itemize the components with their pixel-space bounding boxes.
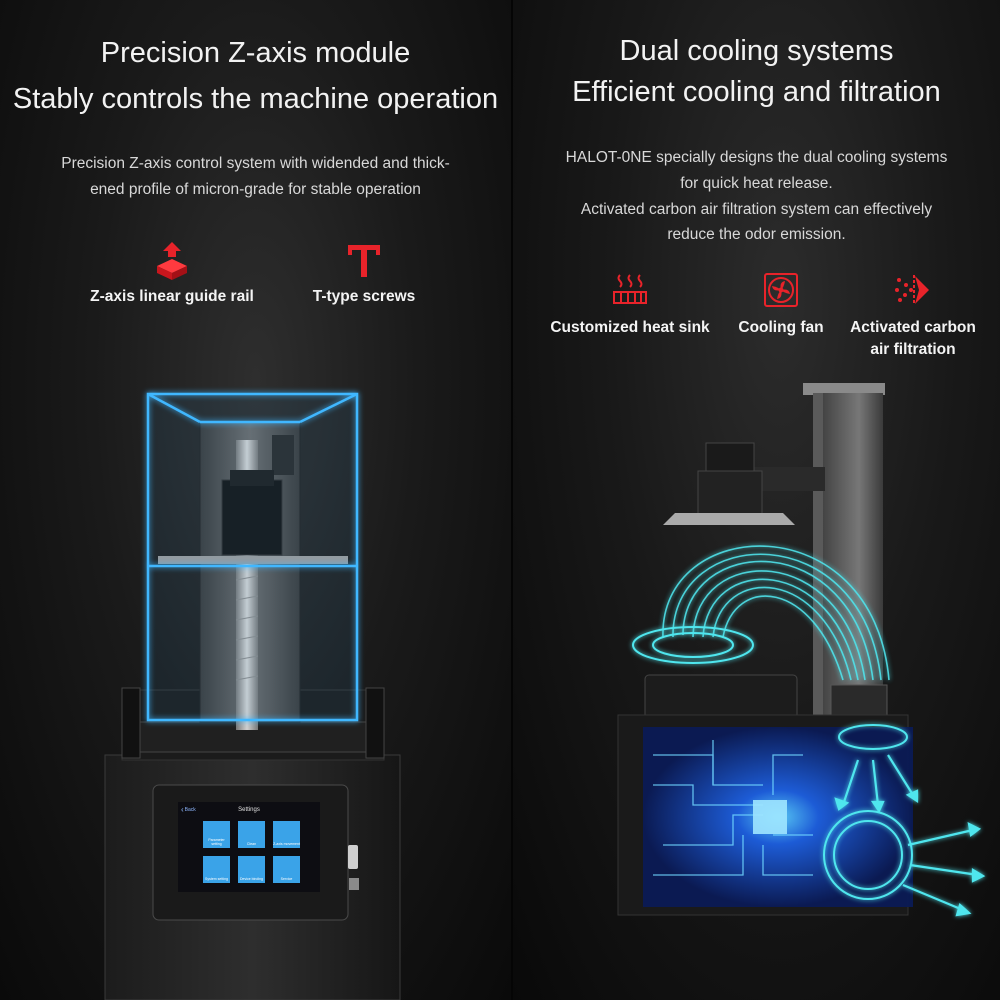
- tile-z-axis-movement[interactable]: Z-axis movement: [273, 821, 300, 848]
- t-letter-icon: [348, 245, 380, 277]
- z-axis-title-line2: Stably controls the machine operation: [12, 83, 499, 115]
- back-button[interactable]: ‹ Back: [181, 805, 196, 814]
- feature-linear-guide-rail: Z-axis linear guide rail: [72, 240, 272, 308]
- fan-icon: [764, 273, 798, 307]
- box-up-arrow-icon: [157, 242, 187, 280]
- feature-label: Activated carbon: [850, 319, 976, 336]
- feature-label: Z-axis linear guide rail: [90, 288, 254, 305]
- screen-title: Settings: [238, 807, 260, 813]
- feature-label: Cooling fan: [738, 319, 824, 336]
- cooling-desc-line2: for quick heat release.: [680, 175, 833, 192]
- cooling-panel: Dual cooling systems Efficient cooling a…: [513, 0, 1000, 1000]
- tile-clean[interactable]: Clean: [238, 821, 265, 848]
- tile-system-setting[interactable]: System setting: [203, 856, 230, 883]
- z-axis-title-line1: Precision Z-axis module: [100, 37, 411, 69]
- z-axis-desc-line2: ened profile of micron-grade for stable …: [90, 181, 421, 198]
- cooling-desc-line4: reduce the odor emission.: [667, 226, 846, 243]
- panel-divider: [511, 0, 513, 1000]
- cooling-desc-line1: HALOT-0NE specially designs the dual coo…: [565, 149, 948, 166]
- z-axis-panel: Precision Z-axis module Stably controls …: [0, 0, 511, 1000]
- chevron-left-icon: ‹: [181, 805, 184, 814]
- cooling-title-line1: Dual cooling systems: [619, 35, 894, 67]
- z-axis-desc-line1: Precision Z-axis control system with wid…: [61, 155, 450, 172]
- feature-heat-sink: Customized heat sink: [543, 272, 717, 339]
- touch-screen: ‹ Back Settings Parameter setting Clean …: [178, 802, 320, 892]
- feature-t-type-screws: T-type screws: [284, 240, 444, 308]
- feature-label: T-type screws: [312, 288, 416, 305]
- tile-parameter-setting[interactable]: Parameter setting: [203, 821, 230, 848]
- feature-label-line2: air filtration: [870, 341, 956, 358]
- feature-air-filtration: Activated carbon air filtration: [843, 272, 983, 361]
- printer-cooling-illustration: [617, 383, 986, 917]
- cooling-desc-line3: Activated carbon air filtration system c…: [580, 201, 933, 218]
- settings-grid: Parameter setting Clean Z-axis movement …: [203, 821, 300, 883]
- feature-cooling-fan: Cooling fan: [723, 272, 839, 339]
- tile-device-binding[interactable]: Device binding: [238, 856, 265, 883]
- tile-service[interactable]: Service: [273, 856, 300, 883]
- back-label: Back: [184, 807, 196, 813]
- printer-z-axis-illustration: [104, 392, 401, 1000]
- air-filter-icon: [895, 275, 929, 305]
- cooling-title-line2: Efficient cooling and filtration: [572, 76, 941, 108]
- heat-sink-icon: [613, 274, 647, 304]
- feature-label: Customized heat sink: [550, 319, 710, 336]
